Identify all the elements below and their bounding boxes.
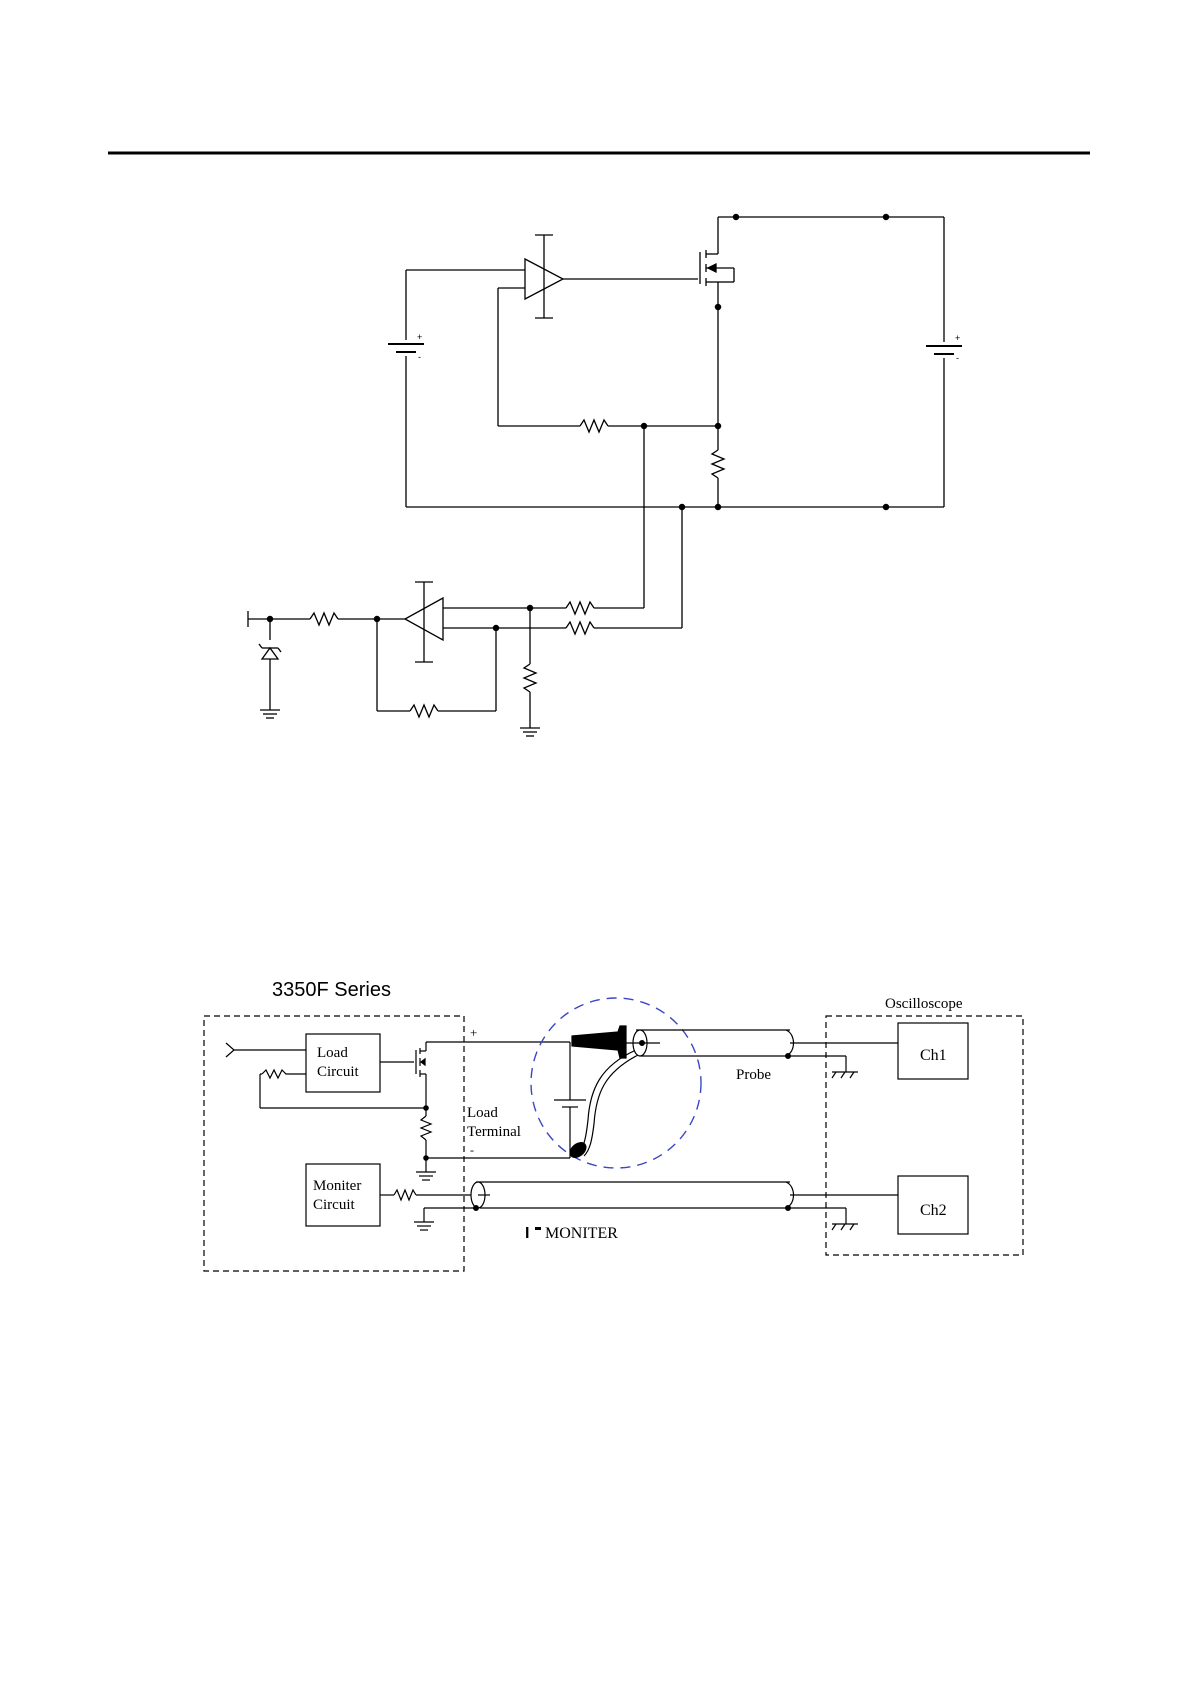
load-terminal-label-2: Terminal <box>467 1124 521 1140</box>
load-circuit-label-2: Circuit <box>317 1064 359 1080</box>
left-battery <box>388 270 424 507</box>
ch1-label: Ch1 <box>920 1047 947 1064</box>
input-resistor-bottom <box>566 622 594 634</box>
ground-symbol-2 <box>260 710 280 718</box>
ground-symbol-1 <box>520 728 540 736</box>
moniter-dash <box>535 1227 541 1230</box>
moniter-circuit-box <box>306 1164 380 1226</box>
feedback-resistor <box>580 420 608 432</box>
reference-resistor <box>310 613 338 625</box>
moniter-circuit-label-1: Moniter <box>313 1178 361 1194</box>
lower-feedback-resistor <box>410 705 438 717</box>
device-title: 3350F Series <box>272 979 391 1001</box>
probe-detail-circle <box>531 998 701 1168</box>
probe-label: Probe <box>736 1067 771 1083</box>
moniter-cable <box>380 1182 898 1230</box>
ground-resistor <box>524 664 536 692</box>
moniter-label: MONITER <box>545 1225 618 1242</box>
measurement-wiring <box>226 1034 570 1180</box>
left-battery-minus: - <box>418 352 421 362</box>
probe-tip <box>572 1026 626 1058</box>
schematic-load-circuit: + - <box>248 214 962 736</box>
moniter-prefix: I <box>525 1225 529 1242</box>
load-circuit-label-1: Load <box>317 1045 348 1061</box>
scope-title: Oscilloscope <box>885 996 963 1012</box>
minus-terminal-sign: - <box>470 1143 474 1157</box>
upper-opamp <box>525 235 563 318</box>
load-circuit-box <box>306 1034 380 1092</box>
probe-assembly <box>554 1026 898 1160</box>
mosfet-upper <box>670 217 734 307</box>
load-terminal-label-1: Load <box>467 1105 498 1121</box>
left-battery-plus: + <box>417 332 422 342</box>
plus-terminal-sign: + <box>470 1025 477 1040</box>
input-resistor-top <box>566 602 594 614</box>
ch2-label: Ch2 <box>920 1202 947 1219</box>
sense-resistor <box>712 450 724 478</box>
lower-opamp <box>405 582 443 662</box>
moniter-circuit-label-2: Circuit <box>313 1197 355 1213</box>
right-battery-minus: - <box>956 353 959 363</box>
right-battery-plus: + <box>955 333 960 343</box>
zener-diode <box>259 619 281 710</box>
